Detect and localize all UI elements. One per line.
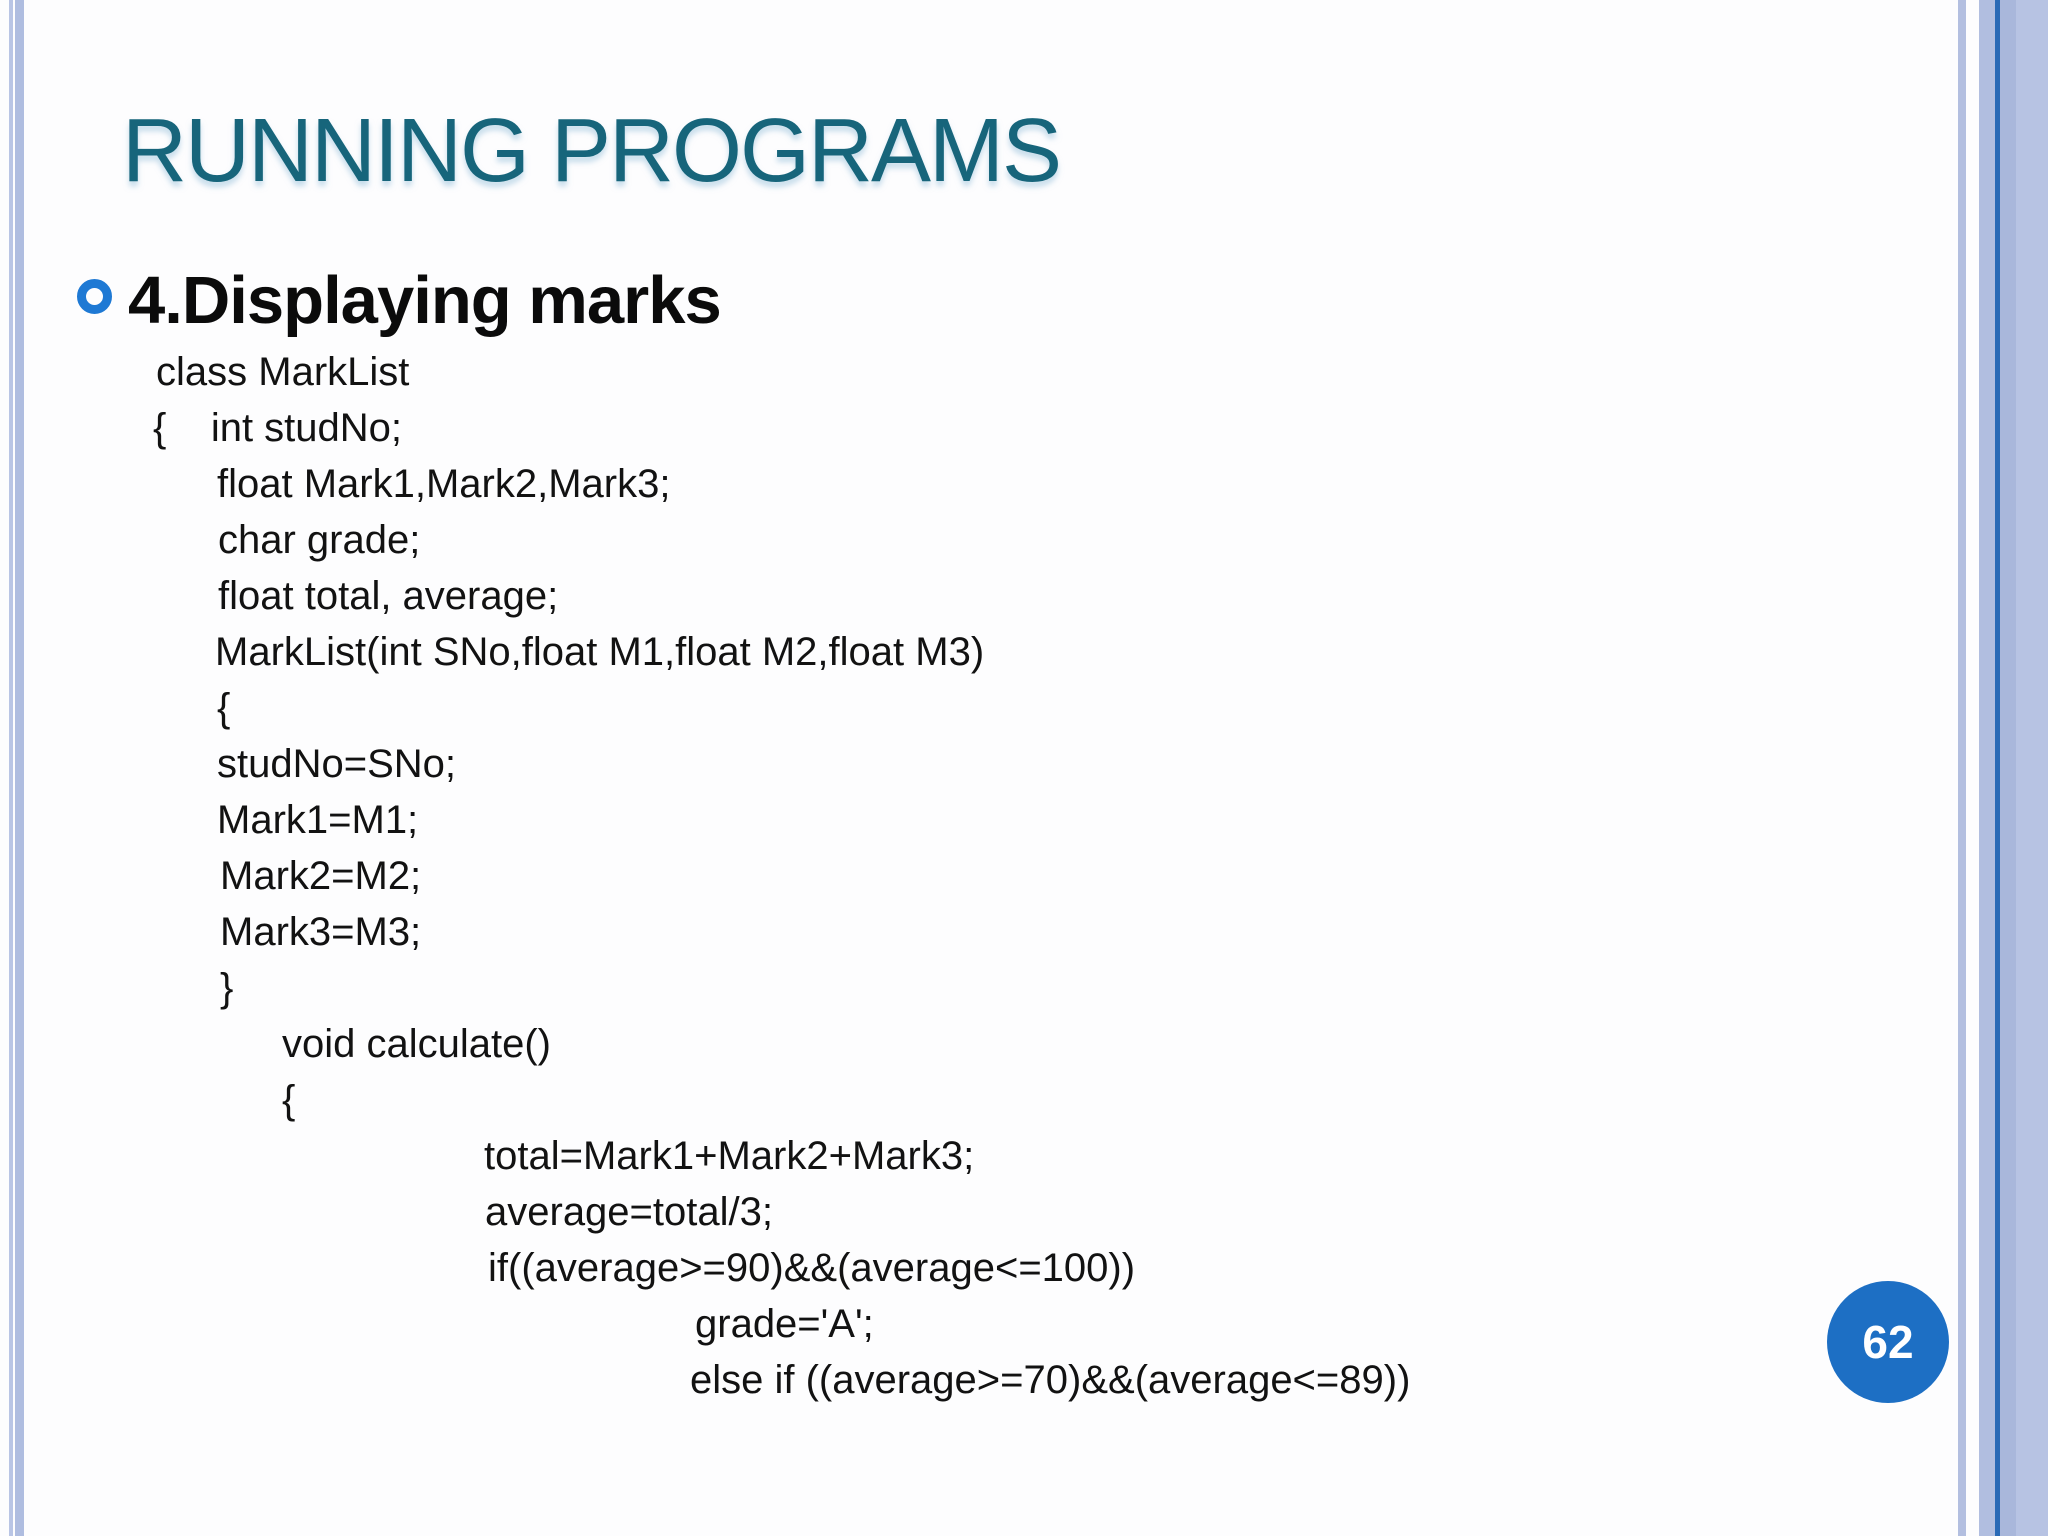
right-border-dark-line bbox=[1995, 0, 2000, 1536]
code-line: char grade; bbox=[218, 518, 421, 562]
right-border-stripe-inner bbox=[1979, 0, 1995, 1536]
code-line: total=Mark1+Mark2+Mark3; bbox=[484, 1134, 975, 1178]
code-line: } bbox=[220, 966, 234, 1010]
code-line: grade='A'; bbox=[695, 1302, 874, 1346]
bullet-heading: 4.Displaying marks bbox=[128, 263, 722, 338]
code-line: { int studNo; bbox=[153, 406, 403, 450]
right-border-stripe-outer bbox=[2016, 0, 2048, 1536]
code-line: studNo=SNo; bbox=[217, 742, 457, 786]
code-line: float Mark1,Mark2,Mark3; bbox=[217, 462, 671, 506]
bullet-item: 4.Displaying marks bbox=[77, 262, 722, 339]
code-block: class MarkList { int studNo; float Mark1,M… bbox=[0, 344, 1900, 1408]
code-line: { bbox=[217, 686, 231, 730]
code-line: Mark1=M1; bbox=[217, 798, 419, 842]
code-line: Mark2=M2; bbox=[220, 854, 422, 898]
left-border-stripe-thin bbox=[9, 0, 13, 1536]
page-number: 62 bbox=[1862, 1316, 1914, 1368]
code-line: float total, average; bbox=[218, 574, 559, 618]
code-line: else if ((average>=70)&&(average<=89)) bbox=[690, 1358, 1411, 1402]
left-border-stripe-wide bbox=[15, 0, 24, 1536]
bullet-circle-icon bbox=[77, 279, 112, 314]
page-number-badge: 62 bbox=[1827, 1281, 1949, 1403]
right-border-stripe-mid bbox=[2000, 0, 2016, 1536]
slide-title: RUNNING PROGRAMS bbox=[122, 101, 1062, 201]
right-border-stripe-thin bbox=[1958, 0, 1966, 1536]
code-line: class MarkList bbox=[156, 350, 410, 394]
code-line: MarkList(int SNo,float M1,float M2,float… bbox=[215, 630, 985, 674]
code-line: if((average>=90)&&(average<=100)) bbox=[488, 1246, 1136, 1290]
code-line: average=total/3; bbox=[485, 1190, 773, 1234]
code-line: { bbox=[282, 1078, 296, 1122]
code-line: Mark3=M3; bbox=[220, 910, 422, 954]
code-line: void calculate() bbox=[282, 1022, 552, 1066]
